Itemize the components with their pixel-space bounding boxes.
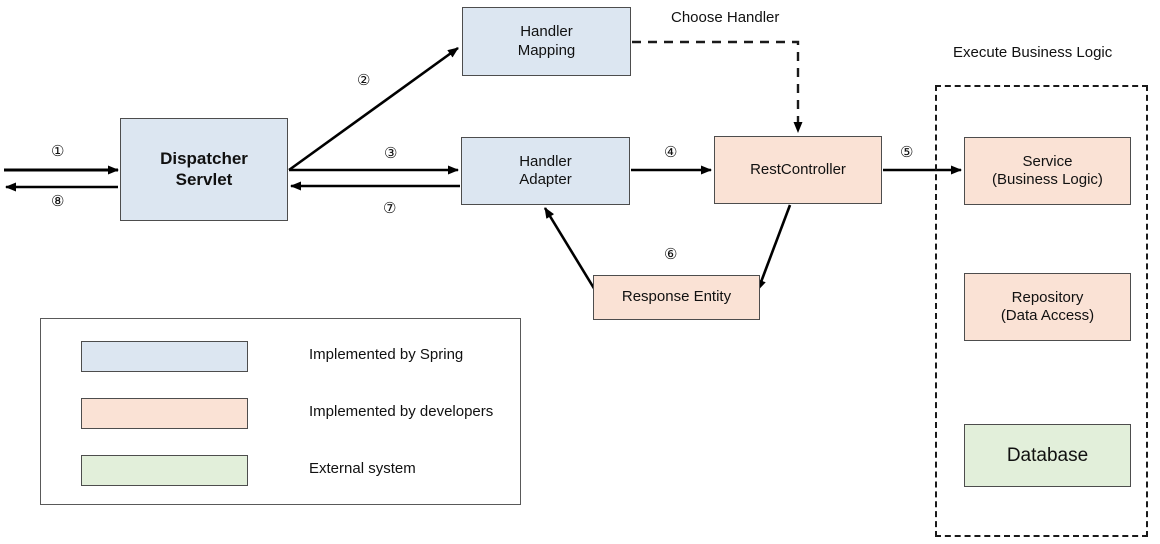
node-repository[interactable]: Repository (Data Access) xyxy=(964,273,1131,341)
annotation-choose-handler: Choose Handler xyxy=(671,9,780,26)
node-dispatcher-servlet-label: Dispatcher Servlet xyxy=(160,148,248,189)
node-repository-label: Repository (Data Access) xyxy=(1000,288,1095,324)
execute-business-logic-container xyxy=(935,85,1148,537)
node-service-label: Service (Business Logic) xyxy=(992,152,1103,188)
arrow-step-2 xyxy=(288,46,459,172)
node-rest-controller-label: RestController xyxy=(750,160,846,178)
legend-swatch-external xyxy=(81,455,248,486)
step-marker-8: ⑧ xyxy=(51,193,65,210)
node-handler-mapping-label: Handler Mapping xyxy=(517,23,576,59)
annotation-execute-business-logic: Execute Business Logic xyxy=(953,44,1113,61)
node-database-label: Database xyxy=(1006,444,1089,466)
legend-label-spring: Implemented by Spring xyxy=(309,346,464,363)
step-marker-3: ③ xyxy=(384,145,398,162)
legend-swatch-spring xyxy=(81,341,248,372)
step-marker-2: ② xyxy=(357,72,371,89)
legend-label-external: External system xyxy=(309,460,416,477)
legend-label-developers: Implemented by developers xyxy=(309,403,494,420)
node-handler-mapping[interactable]: Handler Mapping xyxy=(462,7,631,76)
node-dispatcher-servlet[interactable]: Dispatcher Servlet xyxy=(120,118,288,221)
step-marker-7: ⑦ xyxy=(383,200,397,217)
legend: Implemented by Spring Implemented by dev… xyxy=(40,318,521,505)
step-marker-5: ⑤ xyxy=(900,144,914,161)
dashed-choose-handler-path xyxy=(632,40,803,133)
node-rest-controller[interactable]: RestController xyxy=(714,136,882,204)
step-marker-4: ④ xyxy=(664,144,678,161)
legend-swatch-developers xyxy=(81,398,248,429)
arrow-response-entity-to-handler-adapter xyxy=(543,207,597,291)
node-database[interactable]: Database xyxy=(964,424,1131,487)
node-handler-adapter-label: Handler Adapter xyxy=(519,152,572,188)
node-response-entity[interactable]: Response Entity xyxy=(593,275,760,320)
arrow-rest-controller-to-response-entity xyxy=(756,204,792,291)
step-marker-6: ⑥ xyxy=(664,246,678,263)
step-marker-1: ① xyxy=(51,143,65,160)
node-handler-adapter[interactable]: Handler Adapter xyxy=(461,137,630,205)
node-response-entity-label: Response Entity xyxy=(621,288,732,306)
node-service[interactable]: Service (Business Logic) xyxy=(964,137,1131,205)
